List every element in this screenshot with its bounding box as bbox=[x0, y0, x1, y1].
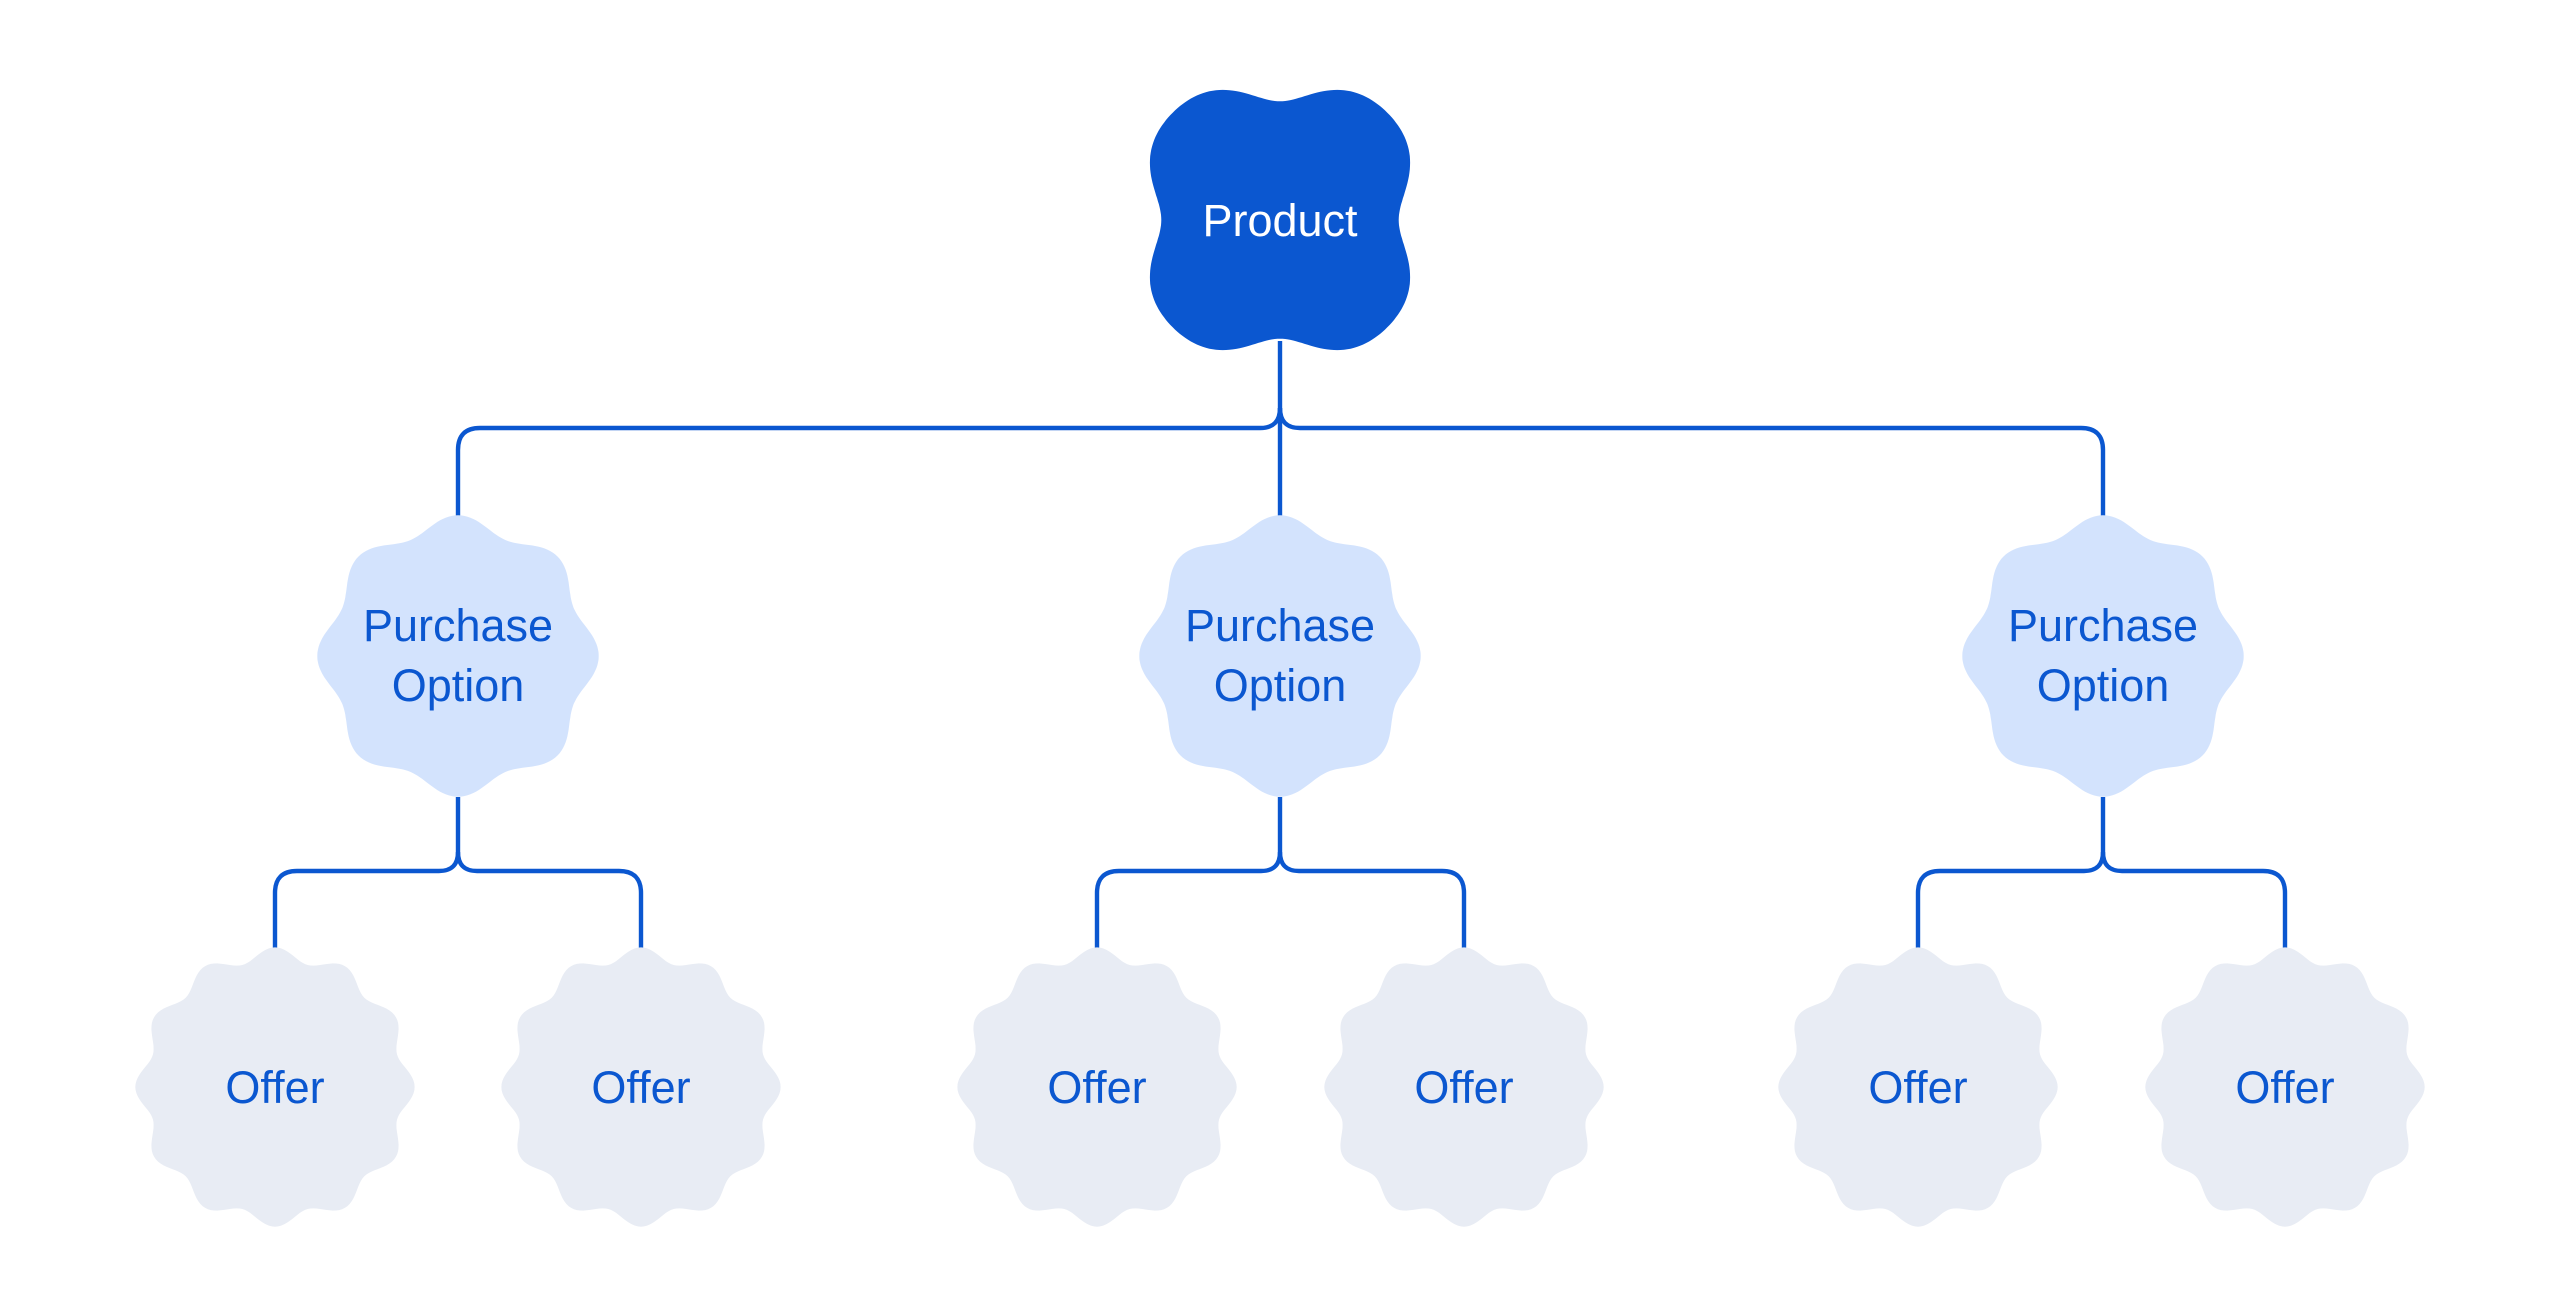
offer-node-shape bbox=[2145, 947, 2425, 1227]
connector-option-0-to-right-offer bbox=[455, 851, 644, 948]
connector-product-to-left-option bbox=[455, 407, 1283, 516]
connector-option-2-to-left-offer bbox=[1915, 851, 2106, 948]
connector-option-1-to-right-offer bbox=[1277, 851, 1467, 948]
offer-node-shape bbox=[1324, 947, 1604, 1227]
connector-product-to-right-option bbox=[1277, 407, 2106, 516]
product-node-shape bbox=[1149, 89, 1411, 351]
purchase-option-node-shape bbox=[317, 515, 599, 797]
offer-node-shape bbox=[501, 947, 781, 1227]
connector-option-0-to-left-offer bbox=[272, 851, 461, 948]
offer-node-shape bbox=[957, 947, 1237, 1227]
purchase-option-node-shape bbox=[1139, 515, 1421, 797]
connector-option-2-to-right-offer bbox=[2100, 851, 2288, 948]
purchase-option-node-shape bbox=[1962, 515, 2244, 797]
connector-layer bbox=[272, 341, 2288, 948]
connector-option-1-to-left-offer bbox=[1094, 851, 1283, 948]
offer-node-shape bbox=[1778, 947, 2058, 1227]
node-shape-layer bbox=[135, 89, 2425, 1227]
offer-node-shape bbox=[135, 947, 415, 1227]
